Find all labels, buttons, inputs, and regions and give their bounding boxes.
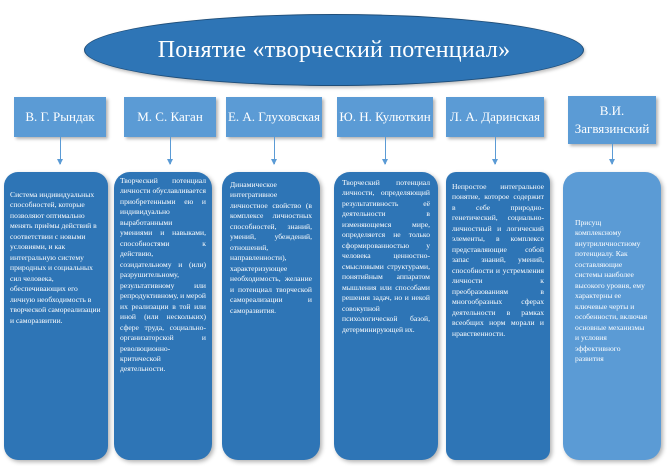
connector-arrow	[271, 137, 277, 165]
connector-arrow	[609, 144, 615, 165]
author-box-kagan: М. С. Каган	[124, 97, 216, 137]
author-name: Ю. Н. Кулюткин	[339, 109, 431, 125]
definition-box-darinskaya: Непростое интегральное понятие, которое …	[446, 172, 550, 460]
title-ellipse: Понятие «творческий потенциал»	[84, 14, 584, 86]
definition-box-glukhovskaya: Динамическое интегративное личностное св…	[222, 172, 320, 460]
author-name: Л. А. Даринская	[450, 109, 540, 125]
definition-text: Динамическое интегративное личностное св…	[230, 180, 312, 315]
connector-arrow	[492, 137, 498, 165]
author-box-ryndak: В. Г. Рындак	[14, 97, 106, 137]
connector-arrow	[382, 137, 388, 165]
definition-text: Творческий потенциал личности обуславлив…	[120, 176, 206, 374]
author-name: В. Г. Рындак	[25, 109, 95, 125]
definition-text: Непростое интегральное понятие, которое …	[452, 182, 544, 338]
definition-box-kulyutkin: Творческий потенциал личности, определяю…	[334, 172, 438, 460]
connector-arrow	[167, 137, 173, 165]
definition-box-ryndak: Система индивидуальных способностей, кот…	[4, 172, 108, 460]
diagram-title: Понятие «творческий потенциал»	[157, 36, 511, 63]
definition-box-zagvyazinsky: Присущ комплексному внутриличностному по…	[563, 172, 661, 460]
definition-text: Система индивидуальных способностей, кот…	[10, 190, 101, 325]
author-box-zagvyazinsky: В.И. Загвязинский	[568, 96, 656, 144]
author-box-kulyutkin: Ю. Н. Кулюткин	[337, 97, 433, 137]
connector-arrow	[57, 137, 63, 165]
definition-text: Творческий потенциал личности, определяю…	[342, 178, 430, 334]
author-box-glukhovskaya: Е. А. Глуховская	[226, 97, 322, 137]
definition-text: Присущ комплексному внутриличностному по…	[575, 218, 648, 364]
definition-box-kagan: Творческий потенциал личности обуславлив…	[114, 172, 212, 460]
author-box-darinskaya: Л. А. Даринская	[446, 97, 544, 137]
author-name: М. С. Каган	[137, 109, 203, 125]
author-name: В.И. Загвязинский	[574, 103, 650, 136]
author-name: Е. А. Глуховская	[227, 109, 321, 125]
